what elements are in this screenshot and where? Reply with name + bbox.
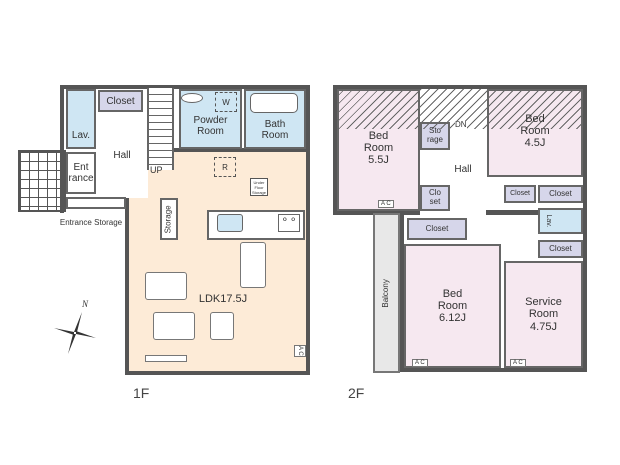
bed-room-6-12: Bed Room 6.12J bbox=[404, 244, 501, 368]
stairs-up-label: UP bbox=[150, 165, 163, 175]
floor2-lav: Lav. bbox=[538, 208, 583, 234]
sofa bbox=[145, 272, 187, 300]
floor2-closet-d: Closet bbox=[407, 218, 467, 240]
floor1-storage: Storage bbox=[160, 198, 178, 240]
ldk-wall bbox=[125, 148, 310, 375]
floor2-storage-label: Sto rage bbox=[426, 126, 443, 144]
compass-north-label: N bbox=[82, 299, 89, 309]
entrance-storage bbox=[66, 197, 126, 209]
entrance-porch bbox=[18, 150, 66, 212]
fridge-label: R bbox=[222, 162, 228, 172]
floor2-lower-wall bbox=[400, 210, 587, 372]
stairs-down-label: DN bbox=[455, 120, 467, 130]
storage-label: Storage bbox=[163, 204, 173, 234]
service-room: Service Room 4.75J bbox=[504, 261, 583, 368]
bathtub-icon bbox=[250, 93, 298, 113]
compass-icon bbox=[54, 312, 96, 354]
washer-space: W bbox=[215, 92, 237, 112]
bed1-ac-label: A C bbox=[378, 200, 394, 208]
washer-label: W bbox=[222, 97, 230, 107]
floor1-lav: Lav. bbox=[66, 89, 96, 149]
floor2-lav-label: Lav. bbox=[545, 214, 553, 228]
balcony-label: Balcony bbox=[381, 278, 391, 308]
floor2-hall-label: Hall bbox=[454, 163, 472, 175]
chair bbox=[210, 312, 234, 340]
floor2-label: 2F bbox=[348, 385, 365, 401]
stairs bbox=[147, 88, 174, 170]
bed-room-6-12-label: Bed Room 6.12J bbox=[437, 287, 468, 325]
floor1-entrance: Ent rance bbox=[66, 152, 96, 194]
service-room-label: Service Room 4.75J bbox=[525, 296, 562, 333]
floor1-ac-label: A C bbox=[294, 345, 306, 357]
floor2-closet-a: Clo set bbox=[420, 185, 450, 211]
fridge-space: R bbox=[214, 157, 236, 177]
floor2-closet-b: Closet bbox=[504, 185, 536, 203]
balcony: Balcony bbox=[373, 213, 400, 373]
sink-icon bbox=[181, 93, 203, 103]
service-ac-label: A C bbox=[510, 359, 526, 367]
closet-e-label: Closet bbox=[549, 243, 572, 253]
floor1-label: 1F bbox=[133, 385, 150, 401]
coffee-table bbox=[153, 312, 195, 340]
closet-c-label: Closet bbox=[549, 188, 572, 198]
entrance-label: Ent rance bbox=[68, 162, 94, 184]
closet-label: Closet bbox=[106, 95, 135, 107]
closet-a-label: Clo set bbox=[428, 188, 441, 206]
under-floor-storage-label: Under Floor Storage bbox=[251, 179, 266, 195]
floor1-hall: Hall bbox=[96, 112, 148, 198]
bath-room-label: Bath Room bbox=[261, 119, 289, 141]
kitchen-sink-icon bbox=[217, 214, 243, 232]
floor2-closet-e: Closet bbox=[538, 240, 583, 258]
bed-room-5-5-label: Bed Room 5.5J bbox=[363, 129, 394, 167]
bed-room-4-5-label: Bed Room 4.5J bbox=[520, 112, 550, 150]
under-floor-storage: Under Floor Storage bbox=[250, 178, 268, 196]
ldk-label: LDK17.5J bbox=[198, 293, 248, 305]
stove-icon: ⚬⚬ bbox=[278, 214, 300, 232]
floor2-closet-c: Closet bbox=[538, 185, 583, 203]
lav-label: Lav. bbox=[71, 130, 91, 141]
bed3-ac-label: A C bbox=[412, 359, 428, 367]
hall-label: Hall bbox=[113, 149, 131, 161]
dining-table bbox=[240, 242, 266, 288]
powder-room-label: Powder Room bbox=[193, 115, 228, 137]
closet-d-label: Closet bbox=[425, 223, 449, 233]
entrance-storage-label: Entrance Storage bbox=[59, 218, 123, 227]
closet-b-label: Closet bbox=[510, 190, 530, 198]
floor1-closet: Closet bbox=[98, 90, 143, 112]
tv-board bbox=[145, 355, 187, 362]
